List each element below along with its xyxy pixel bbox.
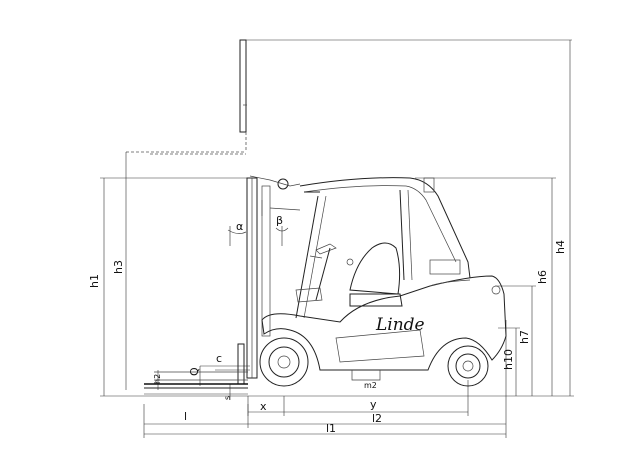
horizontal-dimension-lines (100, 320, 574, 438)
lowered-forks (144, 343, 248, 389)
label-l1: l1 (326, 422, 336, 435)
tilt-angle-indicators (227, 226, 289, 246)
label-l2: l2 (372, 412, 382, 425)
seat-and-steering (295, 242, 403, 307)
label-x: x (260, 400, 267, 413)
label-m2: m2 (364, 381, 377, 390)
label-h10: h10 (502, 349, 515, 370)
label-c: c (216, 352, 222, 365)
label-h3: h3 (112, 260, 125, 274)
label-h4: h4 (554, 240, 567, 254)
chassis (261, 259, 507, 381)
label-h1: h1 (88, 274, 101, 288)
label-beta: β (276, 214, 283, 227)
label-y: y (370, 398, 377, 411)
overhead-guard (295, 177, 471, 319)
label-h2: h2 (153, 374, 162, 384)
label-l: l (184, 410, 187, 423)
mast (246, 175, 301, 379)
label-h6: h6 (536, 270, 549, 284)
brand-logo: Linde (375, 315, 425, 335)
raised-fork-carriage (126, 39, 572, 155)
rear-wheel (447, 345, 489, 387)
label-Q: Q (188, 367, 201, 376)
vertical-dimension-lines (100, 40, 571, 400)
front-wheel (259, 337, 309, 387)
label-h7: h7 (518, 330, 531, 344)
label-alpha: α (236, 220, 243, 233)
label-s: s (223, 396, 232, 400)
